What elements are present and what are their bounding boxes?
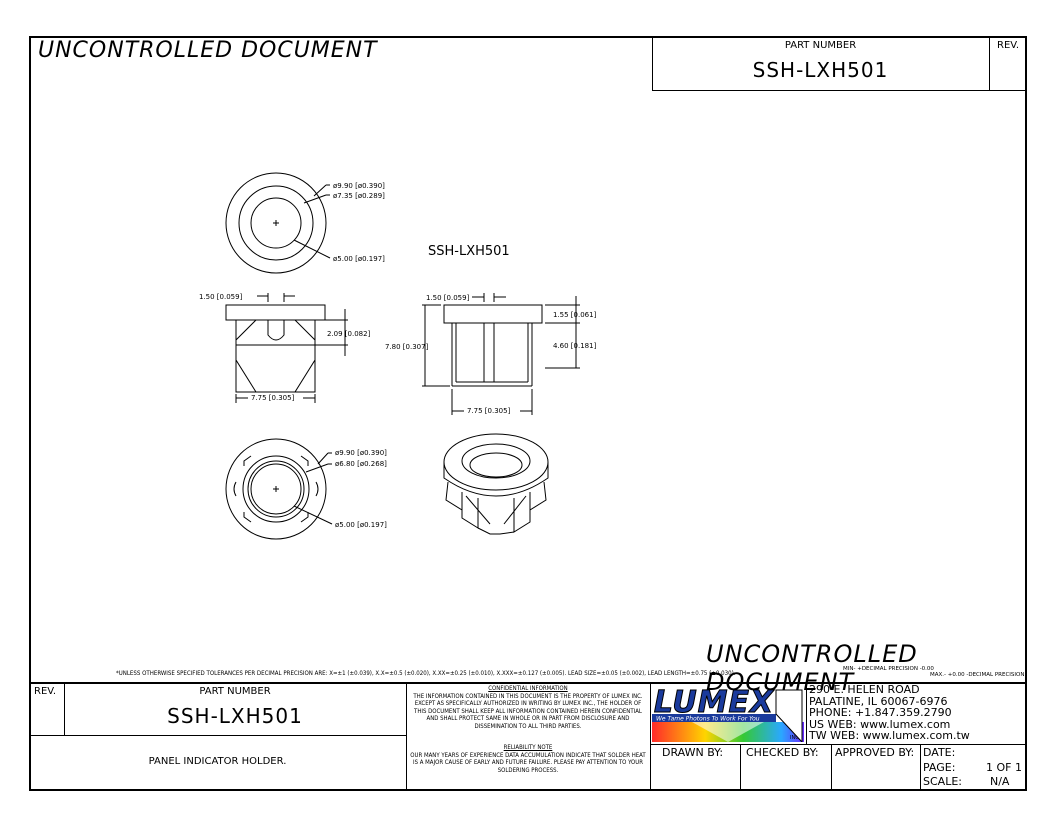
section-w-bottom: 7.75 [0.305] [467,407,511,415]
company-address: 290 E. HELEN ROAD PALATINE, IL 60067-697… [809,684,970,742]
date-label: DATE: [923,746,956,759]
logo-text: LUMEX [654,685,775,720]
reliability-block: RELIABILITY NOTE OUR MANY YEARS OF EXPER… [410,744,646,774]
watermark-top: UNCONTROLLED DOCUMENT [38,38,378,63]
scale-label: SCALE: [923,775,962,788]
rev-label-top: REV. [997,40,1019,51]
part-description: PANEL INDICATOR HOLDER. [148,756,287,767]
bottom-d3: ø5.00 [ø0.197] [335,521,387,529]
address-line-1: 290 E. HELEN ROAD [809,683,920,696]
header-divider [652,90,1027,91]
confidential-title: CONFIDENTIAL INFORMATION [488,685,568,692]
us-web-line: US WEB: www.lumex.com [809,717,951,731]
tolerance-max: MAX.- +0.00 -DECIMAL PRECISION [930,672,1025,678]
part-number-label: PART NUMBER [784,40,857,51]
rev-label: REV. [34,686,56,697]
tolerance-note: *UNLESS OTHERWISE SPECIFIED TOLERANCES P… [116,670,736,677]
top-view [225,172,331,274]
top-d3: ø5.00 [ø0.197] [333,255,385,263]
confidential-block: CONFIDENTIAL INFORMATION THE INFORMATION… [410,685,646,730]
approved-by-label: APPROVED BY: [835,746,915,759]
reliability-title: RELIABILITY NOTE [503,744,553,751]
front-h-mid: 2.09 [0.082] [327,330,371,338]
isometric-view [443,433,549,535]
top-d2: ø7.35 [ø0.289] [333,192,385,200]
section-h-mid: 4.60 [0.181] [553,342,597,350]
logo-tagline: We Tame Photons To Work For You [656,716,760,723]
lumex-logo: LUMEX We Tame Photons To Work For You IN… [652,684,804,742]
logo-inc: INC. [790,735,801,741]
drawing-part-label: SSH-LXH501 [428,244,510,259]
bottom-d2: ø6.80 [ø0.268] [335,460,387,468]
page-label: PAGE: [923,761,956,774]
page-value: 1 OF 1 [986,761,1022,774]
section-view [422,293,580,415]
section-w-top: 1.50 [0.059] [426,294,470,302]
address-line-2: PALATINE, IL 60067-6976 [809,694,948,708]
drawing-sheet [29,36,1027,791]
top-d1: ø9.90 [ø0.390] [333,182,385,190]
title-block-top [29,682,1027,684]
phone-line: PHONE: +1.847.359.2790 [809,706,952,719]
part-number-top: SSH-LXH501 [752,58,889,82]
tolerance-min: MIN- +DECIMAL PRECISION -0.00 [843,666,934,672]
section-h-top: 1.55 [0.061] [553,311,597,319]
section-h-total: 7.80 [0.307] [385,343,429,351]
drawn-by-label: DRAWN BY: [662,746,724,759]
tw-web-line: TW WEB: www.lumex.com.tw [809,729,970,742]
front-view [225,293,348,403]
scale-value: N/A [990,775,1010,788]
part-number-bottom: SSH-LXH501 [167,704,303,728]
bottom-d1: ø9.90 [ø0.390] [335,449,387,457]
checked-by-label: CHECKED BY: [746,746,819,759]
reliability-text: OUR MANY YEARS OF EXPERIENCE DATA ACCUMU… [410,751,646,774]
confidential-text: THE INFORMATION CONTAINED IN THIS DOCUME… [413,692,643,730]
part-number-label-bottom: PART NUMBER [199,686,271,697]
bottom-view [225,438,333,540]
front-w-top: 1.50 [0.059] [199,293,243,301]
front-w-bottom: 7.75 [0.305] [251,394,295,402]
